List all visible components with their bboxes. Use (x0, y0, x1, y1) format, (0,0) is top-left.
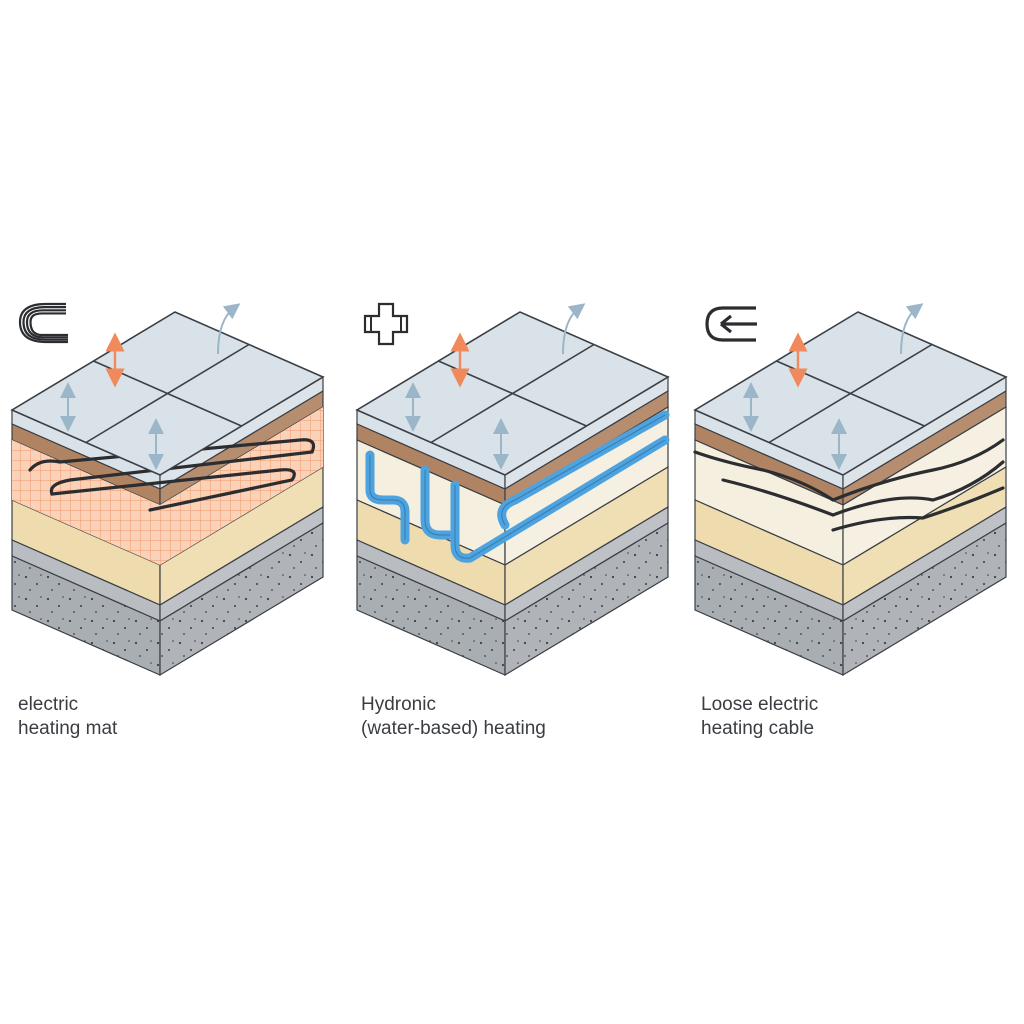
icon-arc (18, 302, 68, 344)
floor-section-cable (693, 303, 1008, 677)
caption-electric-heating-mat: electric heating mat (18, 693, 117, 741)
air-rising-arrow (562, 303, 586, 355)
floor-section-mat (10, 302, 325, 677)
concrete-texture-side (843, 523, 1006, 675)
heating-mat-wire (28, 438, 316, 512)
caption-line-2: heating mat (18, 718, 118, 739)
icon-arc (22, 306, 68, 341)
caption-line-1: Loose electric (701, 694, 819, 715)
caption-loose-electric-cable: Loose electric heating cable (701, 693, 818, 741)
icon-arc (25, 309, 68, 339)
concrete-texture-side (505, 523, 668, 675)
icon-cable-arrow-head (720, 314, 732, 334)
hydronic-pipe-outline (369, 414, 666, 559)
concrete-texture-front (357, 556, 505, 675)
heating-mat-grid (12, 440, 160, 565)
floor-section-hydronic (355, 302, 670, 677)
cable-loop-icon (705, 306, 757, 342)
heating-cable-run-2 (721, 460, 1005, 517)
caption-line-1: Hydronic (361, 694, 436, 715)
layered-arcs-icon (18, 302, 68, 344)
air-rising-arrow (217, 303, 241, 355)
caption-line-2: heating cable (701, 718, 815, 739)
pipe-fitting-icon (363, 302, 409, 346)
concrete-texture-side (160, 523, 323, 675)
icon-arc (29, 312, 68, 337)
caption-hydronic-heating: Hydronic (water-based) heating (361, 693, 546, 741)
caption-line-2: (water-based) heating (361, 718, 546, 739)
caption-line-1: electric (18, 694, 79, 715)
heating-mat-side-grid (160, 407, 323, 565)
heating-cable-run-3 (831, 486, 1005, 532)
icon-cable-loop (705, 306, 756, 342)
icon-fitting-body (363, 302, 409, 346)
heating-cable-run-1 (693, 438, 1005, 502)
concrete-texture-front (12, 556, 160, 675)
air-rising-arrow (900, 303, 924, 355)
concrete-texture-front (695, 556, 843, 675)
